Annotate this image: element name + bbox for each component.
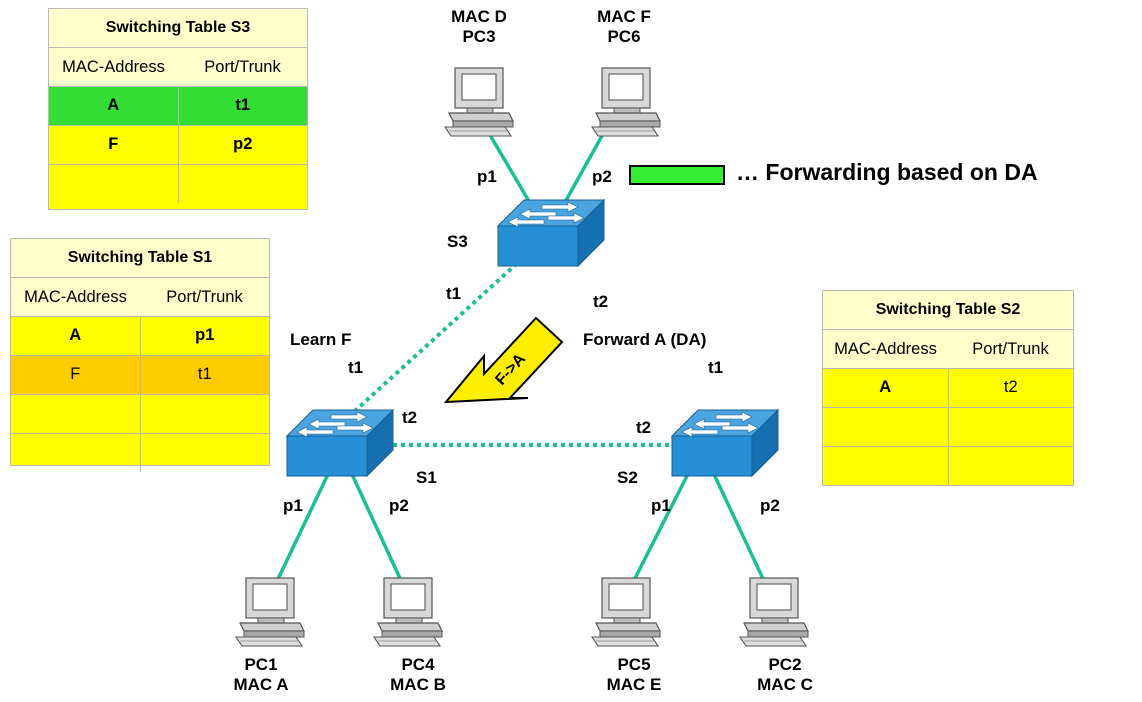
pc5-icon[interactable] — [591, 577, 661, 647]
pc3-name-label: PC3 — [462, 27, 496, 46]
port-label-s2-p2: p2 — [760, 496, 780, 515]
table-cell-mac — [823, 447, 948, 485]
table-cell-mac — [823, 408, 948, 446]
pc1-name-label: PC1 — [244, 655, 278, 674]
table-cell-port — [139, 434, 270, 472]
table-cell-mac: A — [879, 378, 892, 396]
pc4-name-label: PC4 — [401, 655, 435, 674]
port-label-s3-p1: p1 — [477, 167, 497, 186]
pc1-label: PC1 MAC A — [211, 655, 311, 695]
table-cell-port: p2 — [177, 126, 308, 164]
port-label-s1-t1: t1 — [348, 358, 364, 377]
switching-table-s1: Switching Table S1 MAC-Address Port/Trun… — [10, 238, 270, 472]
pc6-mac-label: MAC F — [597, 7, 651, 26]
column-header-port: Port/Trunk — [972, 340, 1049, 358]
table-cell-mac — [49, 165, 178, 203]
forward-annotation: Forward A (DA) — [583, 330, 707, 349]
switching-table-s3-header: MAC-Address Port/Trunk — [49, 48, 307, 87]
table-row — [11, 395, 269, 434]
switching-table-s1-title: Switching Table S1 — [11, 239, 269, 278]
pc2-label: PC2 MAC C — [735, 655, 835, 695]
port-label-s2-t1: t1 — [708, 358, 724, 377]
switching-table-s3: Switching Table S3 MAC-Address Port/Trun… — [48, 8, 308, 210]
switch-s1-label: S1 — [416, 468, 437, 487]
pc5-mac-label: MAC E — [606, 675, 662, 694]
port-label-s2-p1: p1 — [651, 496, 671, 515]
table-cell-mac — [11, 395, 140, 433]
table-cell-port: t2 — [947, 369, 1074, 407]
port-label-s1-t2: t2 — [402, 408, 418, 427]
table-row: A p1 — [11, 317, 269, 356]
table-cell-mac — [11, 434, 140, 472]
pc2-mac-label: MAC C — [757, 675, 813, 694]
column-header-port: Port/Trunk — [204, 58, 281, 76]
pc6-name-label: PC6 — [607, 27, 641, 46]
pc3-label: MAC D PC3 — [429, 7, 529, 47]
table-row: A t1 — [49, 87, 307, 126]
switch-s3-label: S3 — [447, 232, 468, 251]
table-cell-mac: F — [70, 365, 81, 383]
pc4-label: PC4 MAC B — [368, 655, 468, 695]
port-label-s2-t2: t2 — [636, 418, 652, 437]
pc5-name-label: PC5 — [617, 655, 651, 674]
port-label-s3-t1: t1 — [446, 284, 462, 303]
table-row — [823, 447, 1073, 485]
pc2-icon[interactable] — [739, 577, 809, 647]
pc4-icon[interactable] — [373, 577, 443, 647]
table-row: F t1 — [11, 356, 269, 395]
table-cell-port: t1 — [139, 356, 270, 394]
pc6-label: MAC F PC6 — [574, 7, 674, 47]
pc4-mac-label: MAC B — [390, 675, 446, 694]
pc1-mac-label: MAC A — [233, 675, 289, 694]
pc1-icon[interactable] — [235, 577, 305, 647]
pc3-mac-label: MAC D — [451, 7, 507, 26]
port-label-s1-p2: p2 — [389, 496, 409, 515]
table-row — [49, 165, 307, 203]
table-cell-port: p1 — [139, 317, 270, 355]
switch-s2-icon[interactable] — [671, 409, 779, 477]
table-cell-port — [177, 165, 308, 203]
table-row: A t2 — [823, 369, 1073, 408]
table-cell-mac: A — [107, 96, 120, 114]
port-label-s1-p1: p1 — [283, 496, 303, 515]
column-header-mac: MAC-Address — [24, 288, 127, 306]
learn-annotation: Learn F — [290, 330, 352, 349]
switching-table-s2-title: Switching Table S2 — [823, 291, 1073, 330]
table-cell-mac: A — [69, 326, 82, 344]
table-row — [11, 434, 269, 472]
forwarding-legend-text: … Forwarding based on DA — [736, 159, 1038, 185]
column-header-mac: MAC-Address — [62, 58, 165, 76]
pc6-icon[interactable] — [591, 67, 661, 137]
switching-table-s1-header: MAC-Address Port/Trunk — [11, 278, 269, 317]
switch-s1-icon[interactable] — [286, 409, 394, 477]
table-cell-port — [947, 408, 1074, 446]
column-header-mac: MAC-Address — [834, 340, 937, 358]
table-cell-port — [947, 447, 1074, 485]
pc2-name-label: PC2 — [768, 655, 802, 674]
table-cell-mac: F — [108, 135, 119, 153]
table-row — [823, 408, 1073, 447]
switching-table-s2-header: MAC-Address Port/Trunk — [823, 330, 1073, 369]
pc5-label: PC5 MAC E — [584, 655, 684, 695]
port-label-s3-p2: p2 — [592, 167, 612, 186]
switching-table-s2: Switching Table S2 MAC-Address Port/Trun… — [822, 290, 1074, 486]
table-row: F p2 — [49, 126, 307, 165]
pc3-icon[interactable] — [444, 67, 514, 137]
forwarding-legend-swatch — [629, 165, 725, 185]
trunk-s3-s1 — [343, 256, 525, 422]
port-label-s3-t2: t2 — [593, 292, 609, 311]
switch-s3-icon[interactable] — [497, 199, 605, 267]
table-cell-port — [139, 395, 270, 433]
frame-direction-arrow-icon: F->A — [443, 316, 564, 404]
column-header-port: Port/Trunk — [166, 288, 243, 306]
switch-s2-label: S2 — [617, 468, 638, 487]
switching-table-s3-title: Switching Table S3 — [49, 9, 307, 48]
table-cell-port: t1 — [177, 87, 308, 125]
